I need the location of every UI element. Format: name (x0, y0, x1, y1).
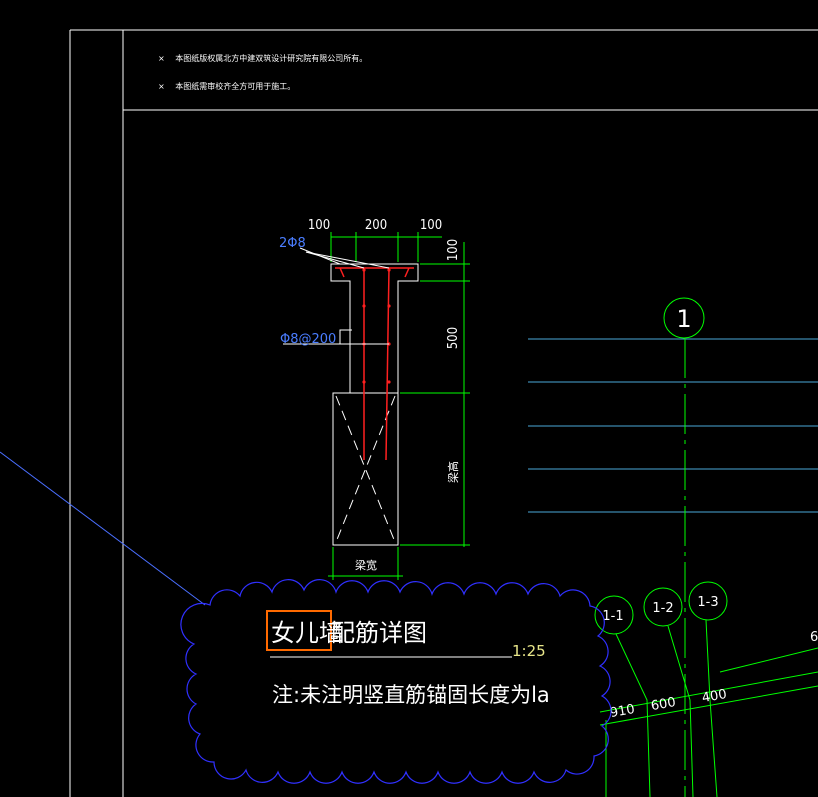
revision-cloud (180, 579, 612, 784)
title-highlighted: 女儿墙 (271, 619, 343, 647)
note-1-marker: × (158, 54, 165, 63)
bottom-dim: 梁宽 (355, 558, 377, 572)
note-1: × 本图纸版权属北方中建双筑设计研究院有限公司所有。 (158, 53, 367, 64)
grid-dim-910: 910 (609, 702, 636, 721)
rebar-callout-lines (283, 247, 390, 345)
note-1-text: 本图纸版权属北方中建双筑设计研究院有限公司所有。 (175, 54, 368, 63)
grid-dim-400: 400 (701, 687, 728, 706)
title-highlight-box[interactable] (266, 610, 332, 651)
note-2: × 本图纸需审校齐全方可用于施工。 (158, 81, 295, 92)
right-dim-mid: 500 (446, 327, 461, 349)
title-note: 注:未注明竖直筋锚固长度为la (272, 683, 550, 707)
note-2-text: 本图纸需审校齐全方可用于施工。 (175, 82, 296, 91)
leader-line (0, 451, 206, 606)
top-dim-left: 100 (308, 218, 330, 233)
axis-1-2-label: 1-2 (652, 601, 673, 616)
right-dimension (400, 242, 470, 547)
rebar-dots (362, 268, 391, 384)
right-dim-top: 100 (446, 239, 461, 261)
axis-1-3-label: 1-3 (697, 595, 718, 610)
rebar-label-top: 2Φ8 (279, 236, 306, 251)
drawing-frame (69, 29, 818, 797)
grid-lines (528, 338, 818, 513)
grid-edge-label: 6 (810, 630, 818, 645)
title-scale: 1:25 (512, 642, 546, 660)
section-outline (330, 263, 419, 394)
bottom-dimension (328, 547, 403, 580)
sub-axes (594, 581, 818, 797)
title-rest: 配筋详图 (331, 619, 427, 647)
top-dim-right: 100 (420, 218, 442, 233)
rebar-label-mid: Φ8@200 (280, 332, 336, 347)
parapet-section: 100 200 100 100 500 梁高 梁宽 2Φ8 (279, 218, 470, 580)
grid-dim-600: 600 (650, 695, 677, 714)
axis-1: 1 (663, 297, 705, 797)
top-dim-mid: 200 (365, 218, 387, 233)
axis-1-1-label: 1-1 (602, 609, 623, 624)
beam-outline (332, 392, 399, 546)
title-block: 女儿墙 配筋详图 1:25 注:未注明竖直筋锚固长度为la (266, 610, 550, 707)
top-dimension (330, 232, 442, 262)
right-dim-bottom: 梁高 (446, 461, 460, 483)
axis-1-label: 1 (676, 305, 691, 333)
rebar (335, 267, 414, 461)
note-2-marker: × (158, 82, 165, 91)
